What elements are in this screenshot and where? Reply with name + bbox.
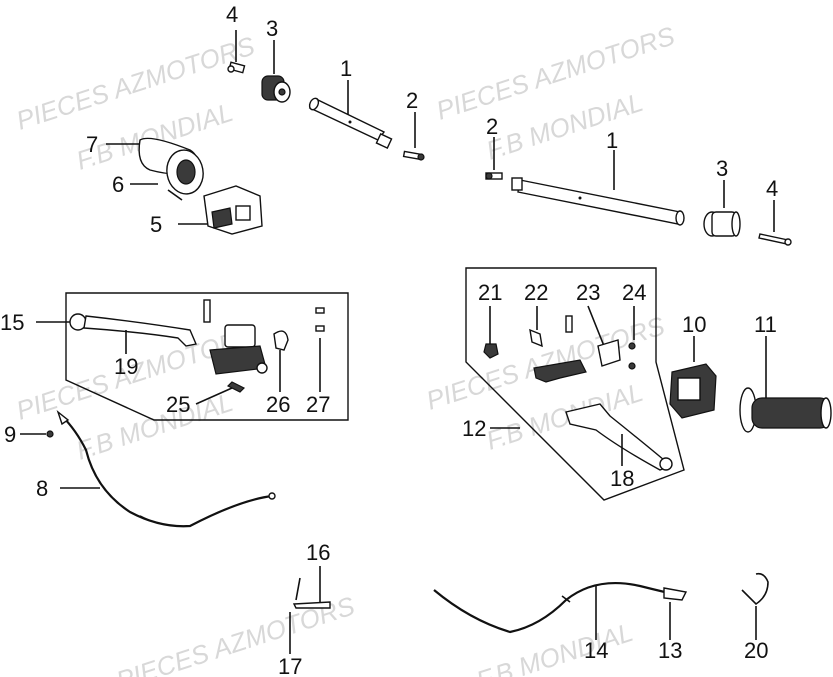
part-21-screw xyxy=(483,306,499,359)
part-1-handlebar-right xyxy=(511,150,685,226)
callout-18: 18 xyxy=(610,466,634,491)
part-26-switch xyxy=(273,330,289,392)
right-lever-assembly-frame xyxy=(465,267,685,501)
callout-labels: 4 3 1 2 7 6 5 2 1 3 4 15 19 25 26 27 9 8… xyxy=(0,2,778,677)
watermark: F.B MONDIAL xyxy=(473,617,637,677)
part-22-pivot xyxy=(529,306,543,348)
callout-26: 26 xyxy=(266,392,290,417)
part-16-17-switch xyxy=(289,566,331,654)
part-3-bar-end-left xyxy=(261,40,291,103)
part-6-7-throttle-grip xyxy=(106,137,204,201)
part-4-bolt-left xyxy=(227,30,246,74)
callout-12: 12 xyxy=(462,416,486,441)
callout-25: 25 xyxy=(166,392,190,417)
part-3-bar-end-right xyxy=(703,180,741,237)
callout-23: 23 xyxy=(576,280,600,305)
part-11-grip-right xyxy=(739,336,832,433)
part-1-handlebar-left xyxy=(308,80,393,149)
callout-5: 5 xyxy=(150,212,162,237)
part-2-bolt-right xyxy=(485,137,503,180)
callout-14: 14 xyxy=(584,638,608,663)
callout-3: 3 xyxy=(266,16,278,41)
callout-27: 27 xyxy=(306,392,330,417)
callout-22: 22 xyxy=(524,280,548,305)
part-5-throttle-housing xyxy=(178,185,263,235)
part-10-switch-housing xyxy=(669,336,717,419)
callout-4: 4 xyxy=(766,176,778,201)
callout-2: 2 xyxy=(486,114,498,139)
part-23-switch xyxy=(565,305,621,367)
callout-1: 1 xyxy=(606,128,618,153)
callout-16: 16 xyxy=(306,540,330,565)
part-2-bolt-left xyxy=(402,112,425,161)
callout-9: 9 xyxy=(4,422,16,447)
callout-17: 17 xyxy=(278,654,302,677)
callout-21: 21 xyxy=(478,280,502,305)
master-cylinder xyxy=(203,299,268,375)
callout-3: 3 xyxy=(716,156,728,181)
part-8-9-cable-left xyxy=(20,409,276,528)
callout-15: 15 xyxy=(0,310,24,335)
part-24-screw xyxy=(628,306,636,370)
callout-7: 7 xyxy=(86,132,98,157)
callout-6: 6 xyxy=(112,172,124,197)
part-25-pin xyxy=(195,381,246,405)
callout-19: 19 xyxy=(114,354,138,379)
callout-13: 13 xyxy=(658,638,682,663)
callout-8: 8 xyxy=(36,476,48,501)
left-lever-assembly-frame xyxy=(65,292,349,421)
callout-10: 10 xyxy=(682,312,706,337)
part-20-clip xyxy=(741,572,769,640)
part-18-clutch-lever xyxy=(565,403,673,471)
callout-4: 4 xyxy=(226,2,238,27)
callout-11: 11 xyxy=(754,312,777,337)
callout-1: 1 xyxy=(340,56,352,81)
callout-24: 24 xyxy=(622,280,646,305)
callout-20: 20 xyxy=(744,638,768,663)
part-4-bolt-right xyxy=(758,200,792,246)
lever-perch-right xyxy=(533,359,587,383)
part-15-19-brake-lever-left xyxy=(36,313,197,354)
part-27-screws xyxy=(315,307,325,392)
callout-2: 2 xyxy=(406,88,418,113)
part-13-14-cable-right xyxy=(433,582,688,640)
